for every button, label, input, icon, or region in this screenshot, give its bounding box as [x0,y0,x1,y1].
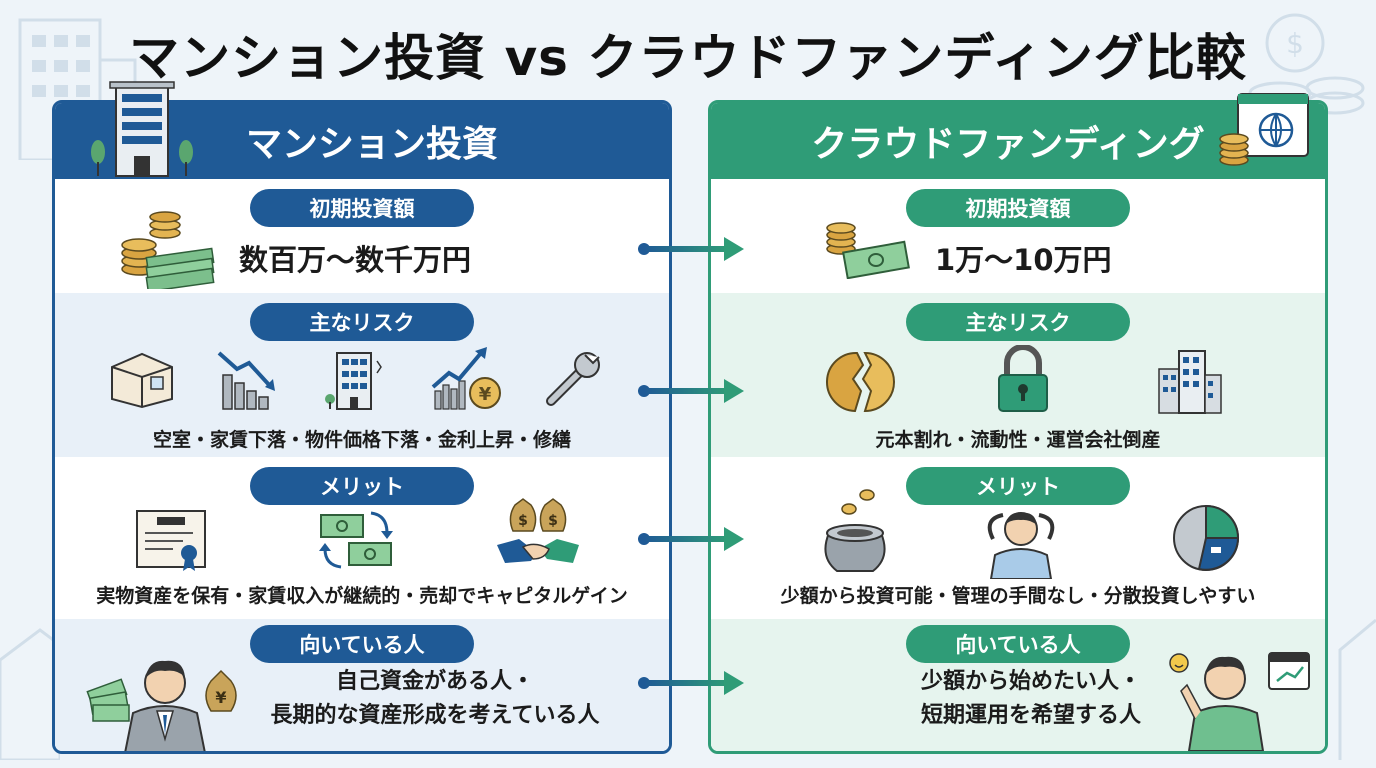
person-with-calendar-icon [1169,652,1310,751]
svg-text:¥: ¥ [215,688,226,707]
mansion-investment-panel: マンション投資 初期投資額 数百万〜数千万円 主なリスク [52,100,672,754]
merit-caption: 少額から投資可能・管理の手間なし・分散投資しやすい [780,585,1256,607]
risk-section: 主なリスク 元本割れ・流動性・運営会社倒産 [711,293,1325,457]
apartment-building-icon [91,81,193,177]
company-building-icon [1158,350,1222,414]
panel-heading-label: マンション投資 [245,124,498,165]
risk-section: 主なリスク ¥ [55,293,669,457]
target-description: 自己資金がある人・ 長期的な資産形成を考えている人 [235,665,635,733]
target-description: 少額から始めたい人・ 短期運用を希望する人 [881,665,1181,733]
businessman-with-cash-icon: ¥ [86,660,237,751]
target-line-1: 自己資金がある人・ [335,669,534,694]
handshake-money-bags-icon: $ $ [497,498,579,563]
crowdfunding-panel: クラウドファンディング 初期投資額 1万〜10万円 主なリスク [708,100,1328,754]
initial-investment-label: 初期投資額 [250,189,474,227]
relaxed-person-icon [987,512,1055,579]
target-label: 向いている人 [906,625,1130,663]
coin-pot-icon [824,489,886,572]
target-line-1: 少額から始めたい人・ [920,669,1141,694]
panel-heading-label: クラウドファンディング [811,124,1205,165]
risk-arrow [638,379,744,403]
background-house-icon-right [1338,618,1376,760]
target-section: 向いている人 少額から始めたい人・ 短期運用を希望する人 [711,619,1325,751]
target-section: 向いている人 ¥ 自己資金がある人・ 長期的な資産形成を考えている人 [55,619,669,751]
risk-label: 主なリスク [250,303,474,341]
svg-text:$: $ [1286,27,1304,60]
wrench-icon [546,352,600,406]
svg-text:$: $ [548,513,558,529]
target-line-2: 短期運用を希望する人 [920,703,1141,728]
risk-caption: 元本割れ・流動性・運営会社倒産 [875,429,1161,451]
certificate-icon [136,510,206,571]
target-label: 向いている人 [250,625,474,663]
initial-investment-label: 初期投資額 [906,189,1130,227]
merit-label: メリット [906,467,1130,505]
initial-investment-section: 初期投資額 数百万〜数千万円 [55,179,669,293]
broken-coin-icon [826,351,895,413]
padlock-icon [998,345,1048,412]
initial-investment-arrow [638,237,744,261]
web-browser-globe-coins-icon [1219,93,1309,166]
coins-and-bill-icon [826,222,910,279]
initial-investment-value: 数百万〜数千万円 [239,243,472,277]
merit-label: メリット [250,467,474,505]
vacant-room-icon [111,352,173,409]
pie-chart-icon [1173,504,1240,571]
svg-text:¥: ¥ [479,384,492,405]
background-house-icon [0,628,60,760]
building-icon [325,352,382,410]
declining-chart-icon [217,351,275,410]
page-title: マンション投資 vs クラウドファンディング比較 [129,29,1247,87]
merit-arrow [638,527,744,551]
target-line-2: 長期的な資産形成を考えている人 [270,703,600,728]
merit-section: メリット $ $ 実物資産を保有・家賃収入が継続的・売却 [55,457,669,619]
target-arrow [638,671,744,695]
merit-caption: 実物資産を保有・家賃収入が継続的・売却でキャピタルゲイン [96,585,628,607]
risk-caption: 空室・家賃下落・物件価格下落・金利上昇・修繕 [152,429,571,451]
svg-text:$: $ [518,513,528,529]
rising-interest-yen-icon: ¥ [431,347,501,410]
initial-investment-value: 1万〜10万円 [935,243,1112,277]
merit-section: メリット 少額から投資可能・管理の手間なし・分散投資しやすい [711,457,1325,619]
initial-investment-section: 初期投資額 1万〜10万円 [711,179,1325,293]
coins-and-cash-icon [121,211,215,289]
risk-label: 主なリスク [906,303,1130,341]
money-exchange-icon [319,511,393,569]
